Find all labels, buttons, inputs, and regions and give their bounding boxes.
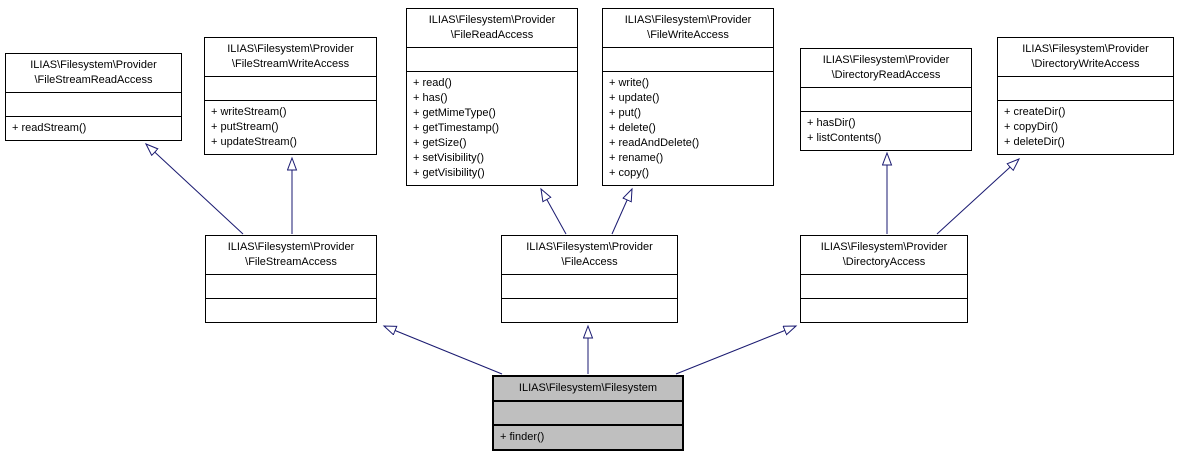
inheritance-arrow-filestreamaccess-filestreamreadaccess: [146, 144, 244, 235]
inheritance-arrow-directoryaccess-directorywriteaccess: [936, 159, 1019, 235]
class-filestreamreadaccess[interactable]: ILIAS\Filesystem\Provider\FileStreamRead…: [5, 53, 182, 141]
class-filesystem: ILIAS\Filesystem\Filesystem + finder(): [492, 375, 684, 451]
class-methods: [801, 298, 967, 322]
class-filereadaccess[interactable]: ILIAS\Filesystem\Provider\FileReadAccess…: [406, 8, 578, 186]
class-directoryreadaccess[interactable]: ILIAS\Filesystem\Provider\DirectoryReadA…: [800, 48, 972, 151]
class-attributes: [205, 76, 376, 100]
class-filestreamwriteaccess[interactable]: ILIAS\Filesystem\Provider\FileStreamWrit…: [204, 37, 377, 155]
inheritance-arrow-filesystem-filestreamaccess: [384, 326, 503, 375]
inheritance-arrow-filesystem-directoryaccess: [675, 326, 796, 375]
class-title: ILIAS\Filesystem\Provider\FileStreamAcce…: [227, 241, 355, 268]
class-attributes: [502, 274, 677, 298]
class-title: ILIAS\Filesystem\Provider\FileAccess: [526, 241, 653, 268]
class-title: ILIAS\Filesystem\Provider\FileStreamRead…: [30, 59, 157, 86]
class-attributes: [407, 47, 577, 71]
class-attributes: [6, 92, 181, 116]
class-methods: + write()+ update()+ put()+ delete()+ re…: [603, 71, 773, 185]
class-attributes: [206, 274, 376, 298]
class-attributes: [801, 274, 967, 298]
class-title: ILIAS\Filesystem\Filesystem: [518, 382, 658, 394]
class-attributes: [494, 400, 682, 424]
class-fileaccess[interactable]: ILIAS\Filesystem\Provider\FileAccess: [501, 235, 678, 323]
class-directoryaccess[interactable]: ILIAS\Filesystem\Provider\DirectoryAcces…: [800, 235, 968, 323]
class-methods: [502, 298, 677, 322]
class-attributes: [998, 76, 1173, 100]
class-methods: + hasDir()+ listContents(): [801, 111, 971, 150]
class-methods: + read()+ has()+ getMimeType()+ getTimes…: [407, 71, 577, 185]
class-directorywriteaccess[interactable]: ILIAS\Filesystem\Provider\DirectoryWrite…: [997, 37, 1174, 155]
class-title: ILIAS\Filesystem\Provider\FileWriteAcces…: [624, 14, 752, 41]
class-title: ILIAS\Filesystem\Provider\DirectoryReadA…: [822, 54, 950, 81]
class-title: ILIAS\Filesystem\Provider\FileStreamWrit…: [227, 43, 354, 70]
class-attributes: [603, 47, 773, 71]
class-methods: [206, 298, 376, 322]
class-filestreamaccess[interactable]: ILIAS\Filesystem\Provider\FileStreamAcce…: [205, 235, 377, 323]
class-methods: + finder(): [494, 424, 682, 449]
inheritance-arrow-fileaccess-filewriteaccess: [611, 189, 632, 235]
class-methods: + readStream(): [6, 116, 181, 140]
class-filewriteaccess[interactable]: ILIAS\Filesystem\Provider\FileWriteAcces…: [602, 8, 774, 186]
class-title: ILIAS\Filesystem\Provider\FileReadAccess: [428, 14, 556, 41]
class-title: ILIAS\Filesystem\Provider\DirectoryWrite…: [1022, 43, 1149, 70]
class-methods: + createDir()+ copyDir()+ deleteDir(): [998, 100, 1173, 154]
class-methods: + writeStream()+ putStream()+ updateStre…: [205, 100, 376, 154]
class-title: ILIAS\Filesystem\Provider\DirectoryAcces…: [820, 241, 948, 268]
inheritance-arrow-fileaccess-filereadaccess: [541, 189, 567, 235]
class-attributes: [801, 87, 971, 111]
